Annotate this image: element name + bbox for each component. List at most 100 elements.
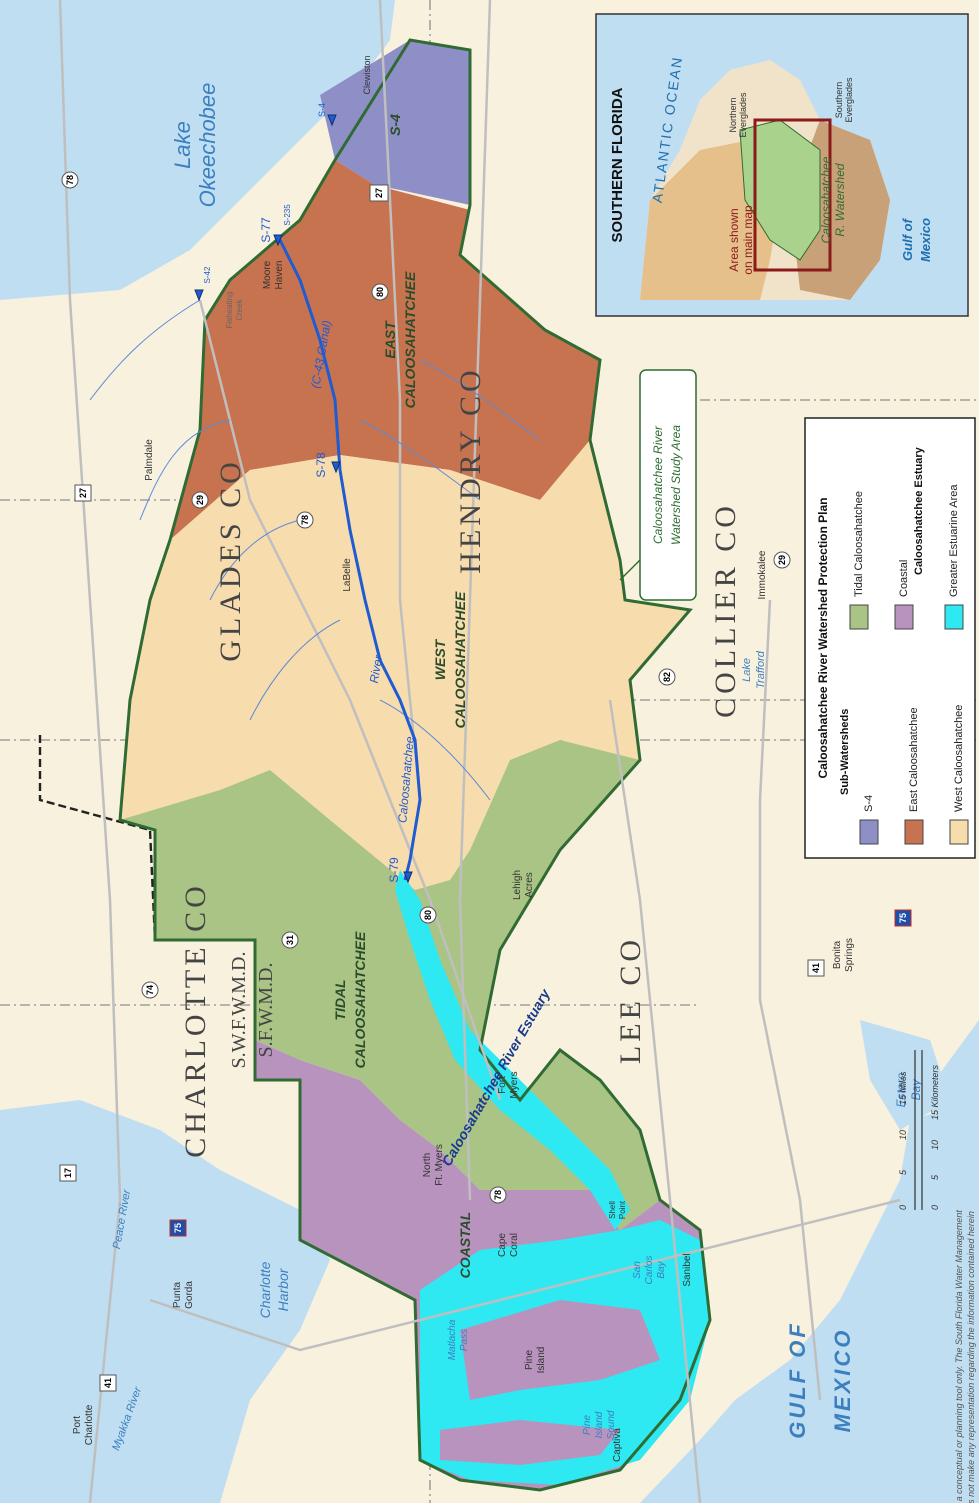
study-area-callout: Caloosahatchee River Watershed Study Are…	[619, 369, 697, 601]
svg-text:80: 80	[375, 287, 385, 297]
pine-island-sound-label-2: Island	[594, 1411, 605, 1438]
legend-swatch	[944, 604, 964, 630]
bonita-label-1: Bonita	[832, 940, 843, 969]
legend-swatch	[949, 819, 969, 845]
s77-marker	[273, 234, 283, 247]
road-shield: 82	[658, 668, 676, 686]
road-shield: 78	[61, 171, 79, 189]
legend-label: West Caloosahatchee	[953, 705, 965, 812]
cape-coral-label-2: Coral	[509, 1233, 520, 1257]
road-shield: 41	[807, 959, 825, 977]
scale-miles-tick: 15 Miles	[898, 1071, 908, 1105]
estero-bay-label-2: Bay	[909, 1079, 923, 1101]
san-carlos-label-2: Carlos	[644, 1256, 655, 1285]
port-charlotte-label-2: Charlotte	[84, 1404, 95, 1445]
captiva-label: Captiva	[612, 1428, 623, 1462]
west-label-1: WEST	[432, 638, 448, 680]
s4-label: S-4	[387, 114, 403, 136]
s78-marker	[331, 461, 341, 474]
scale-km-tick: 10	[930, 1140, 940, 1150]
s4-marker	[327, 114, 337, 127]
gulf-label-2: MEXICO	[830, 1328, 855, 1433]
labelle-label: LaBelle	[342, 558, 353, 592]
sfwmd-label: S.F.W.M.D.	[255, 963, 277, 1058]
fort-myers-label-1: Fort	[497, 1076, 508, 1094]
west-caloosahatchee	[120, 440, 690, 890]
inset-area-shown-2: on main map	[741, 205, 755, 275]
inset-watershed-1: Caloosahatchee	[819, 156, 833, 243]
road-shield: 27	[74, 484, 92, 502]
north-ft-myers-label-1: North	[422, 1153, 433, 1177]
lehigh-label-2: Acres	[524, 872, 535, 898]
inset-southern-1: Southern	[834, 82, 844, 119]
svg-text:82: 82	[662, 672, 672, 682]
scale-bar	[914, 1050, 923, 1210]
moore-haven-label-1: Moore	[262, 260, 273, 289]
inset-area-rect	[753, 118, 832, 272]
svg-text:41: 41	[103, 1378, 113, 1388]
lehigh-label-1: Lehigh	[512, 870, 523, 900]
road-shield: 31	[281, 931, 299, 949]
lee-county-label: LEE CO	[614, 936, 647, 1064]
svg-text:29: 29	[777, 555, 787, 565]
inset-gulf-2: Mexico	[918, 218, 933, 262]
swfwmd-label: S.W.F.W.M.D.	[228, 952, 250, 1069]
road-shield: 75	[169, 1219, 187, 1237]
s4-structure-label: S-4	[317, 103, 327, 117]
west-label-2: CALOOSAHATCHEE	[452, 591, 468, 728]
collier-county-label: COLLIER CO	[709, 502, 742, 718]
east-label-1: EAST	[382, 320, 398, 359]
legend: Caloosahatchee River Watershed Protectio…	[804, 417, 976, 859]
san-carlos-label-3: Bay	[656, 1260, 667, 1278]
captiva-land	[440, 1420, 620, 1465]
legend-items: S-4 East Caloosahatchee West Caloosahatche…	[849, 484, 969, 845]
north-ft-myers-label-2: Ft. Myers	[434, 1144, 445, 1186]
legend-label: Greater Estuarine Area	[948, 484, 960, 597]
svg-text:41: 41	[811, 963, 821, 973]
callout-line-2: Watershed Study Area	[669, 425, 683, 545]
legend-label: East Caloosahatchee	[908, 707, 920, 812]
svg-text:27: 27	[78, 488, 88, 498]
river-word-label: River	[367, 653, 386, 684]
lake-okeechobee-label-2: Okeechobee	[195, 83, 220, 208]
immokalee-label: Immokalee	[757, 550, 768, 599]
shell-point-label-1: Shell	[608, 1201, 617, 1219]
svg-text:75: 75	[173, 1223, 183, 1233]
pine-island-label-1: Pine	[524, 1350, 535, 1370]
legend-swatch	[904, 819, 924, 845]
legend-label: S-4	[863, 795, 875, 812]
svg-text:29: 29	[195, 495, 205, 505]
pine-island-sound-label-3: Sound	[606, 1410, 617, 1439]
sanibel-label: Sanibel	[682, 1253, 693, 1286]
punta-gorda-label-1: Punta	[172, 1281, 183, 1308]
fort-myers-label-2: Myers	[509, 1071, 520, 1098]
scale-km-tick: 0	[930, 1205, 940, 1210]
estero-bay-water	[860, 1020, 950, 1130]
structures	[194, 114, 413, 884]
disclaimer-line-2: District does not make any representatio…	[966, 1211, 976, 1503]
road-shield: 74	[141, 981, 159, 999]
scale-km-tick: 5	[930, 1174, 940, 1180]
charlotte-harbor-label-1: Charlotte	[257, 1261, 273, 1318]
scale-miles-tick: 0	[898, 1205, 908, 1210]
inset-southern-2: Everglades	[844, 77, 854, 123]
inset-gulf-1: Gulf of	[900, 217, 915, 261]
palmdale-label: Palmdale	[144, 439, 155, 481]
s4-watershed	[320, 40, 470, 205]
road-shield: 75	[894, 909, 912, 927]
inset-watershed-2: R. Watershed	[833, 163, 847, 236]
road-shield: 27	[369, 184, 389, 202]
road-shield: 29	[773, 551, 791, 569]
legend-estuary-header: Caloosahatchee Estuary	[913, 446, 925, 575]
svg-text:78: 78	[300, 515, 310, 525]
pine-island-label-2: Island	[536, 1347, 547, 1374]
scale-miles-tick: 10	[898, 1130, 908, 1140]
punta-gorda-label-2: Gorda	[184, 1281, 195, 1309]
study-area-boundary	[118, 38, 712, 1492]
inset-title: SOUTHERN FLORIDA	[609, 87, 626, 242]
port-charlotte-label-1: Port	[72, 1416, 83, 1435]
east-label-2: CALOOSAHATCHEE	[402, 271, 418, 408]
road-shield: 80	[371, 283, 389, 301]
legend-title: Caloosahatchee River Watershed Protectio…	[816, 498, 830, 779]
